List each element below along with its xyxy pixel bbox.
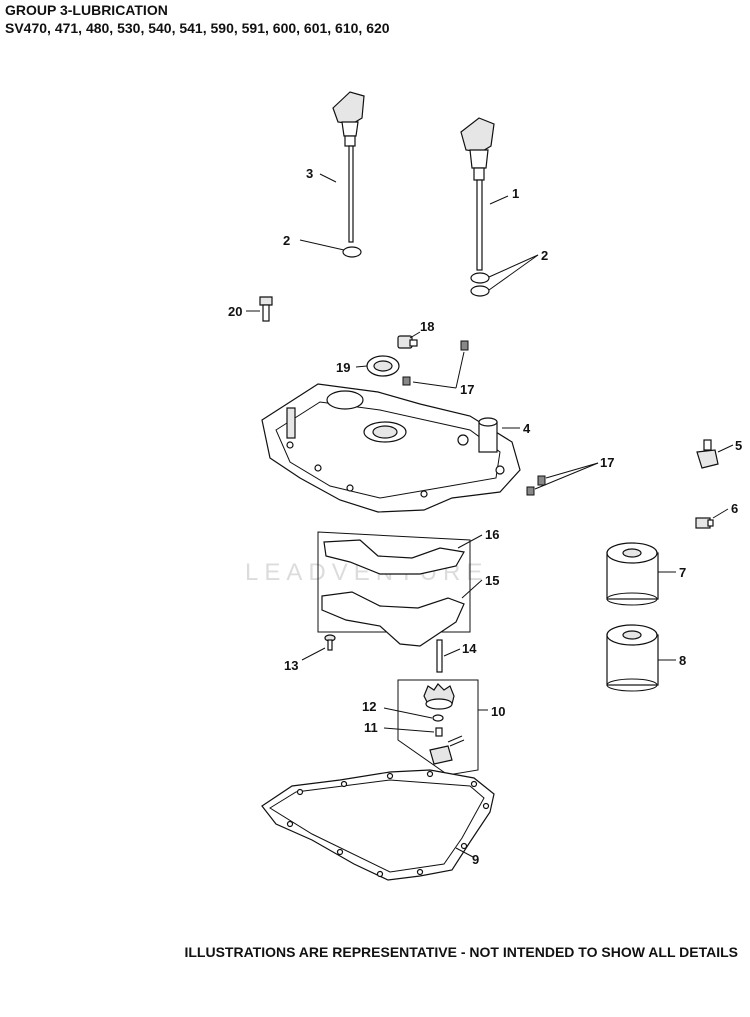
callout-19: 19 — [336, 360, 350, 375]
part-gasket-9[interactable] — [261, 769, 495, 881]
part-oil-filter-8[interactable] — [606, 624, 659, 692]
part-shaft-14[interactable] — [436, 639, 443, 673]
part-oil-filter-7[interactable] — [606, 542, 659, 606]
callout-labels: 3 2 1 2 20 18 19 17 4 5 17 6 16 15 7 8 1… — [228, 166, 742, 867]
part-elbow-fitting[interactable] — [397, 335, 418, 349]
part-oil-sensor[interactable] — [696, 439, 719, 469]
part-oring-right-upper[interactable] — [470, 272, 490, 284]
gasket-group-box — [317, 531, 471, 633]
leader-lines — [246, 173, 734, 858]
model-list: SV470, 471, 480, 530, 540, 541, 590, 591… — [5, 20, 390, 36]
callout-13: 13 — [284, 658, 298, 673]
part-plug-right-1[interactable] — [537, 475, 546, 486]
callout-2-right: 2 — [541, 248, 548, 263]
gasket-9-bolt-holes — [286, 770, 490, 878]
callout-11: 11 — [364, 720, 378, 735]
part-oring-right-lower[interactable] — [470, 285, 490, 297]
callout-6: 6 — [731, 501, 738, 516]
disclaimer-note: ILLUSTRATIONS ARE REPRESENTATIVE - NOT I… — [184, 944, 738, 960]
part-bolt-20[interactable] — [259, 296, 273, 322]
part-gasket-16[interactable] — [323, 539, 465, 575]
part-dipstick-left[interactable] — [332, 91, 365, 243]
part-oil-pump-gear[interactable] — [423, 683, 455, 710]
callout-5: 5 — [735, 438, 742, 453]
callout-16: 16 — [485, 527, 499, 542]
part-dipstick-tube[interactable] — [460, 117, 495, 271]
callout-7: 7 — [679, 565, 686, 580]
part-washer-12[interactable] — [432, 714, 444, 722]
part-plug-upper-1[interactable] — [460, 340, 469, 351]
callout-3: 3 — [306, 166, 313, 181]
diagram-header: GROUP 3-LUBRICATION SV470, 471, 480, 530… — [5, 1, 390, 37]
part-oring-left[interactable] — [342, 246, 362, 258]
part-plug-upper-2[interactable] — [402, 376, 411, 386]
part-plug-right-2[interactable] — [526, 486, 535, 496]
callout-15: 15 — [485, 573, 499, 588]
part-oil-seal[interactable] — [366, 355, 400, 377]
part-gasket-15[interactable] — [321, 591, 465, 647]
callout-18: 18 — [420, 319, 434, 334]
diagram-title: GROUP 3-LUBRICATION — [5, 2, 168, 18]
callout-4: 4 — [523, 421, 531, 436]
callout-2-left: 2 — [283, 233, 290, 248]
callout-10: 10 — [491, 704, 505, 719]
callout-20: 20 — [228, 304, 242, 319]
part-pump-housing[interactable] — [429, 735, 465, 765]
callout-17-right: 17 — [600, 455, 614, 470]
part-screw-13[interactable] — [324, 634, 336, 651]
callout-14: 14 — [462, 641, 477, 656]
callout-8: 8 — [679, 653, 686, 668]
callout-1: 1 — [512, 186, 519, 201]
callout-17-upper: 17 — [460, 382, 474, 397]
part-closure-plate[interactable] — [261, 383, 521, 513]
part-pin-11[interactable] — [435, 727, 443, 737]
part-fitting-6[interactable] — [695, 517, 714, 529]
callout-12: 12 — [362, 699, 376, 714]
callout-9: 9 — [472, 852, 479, 867]
pump-group-box — [397, 679, 479, 776]
